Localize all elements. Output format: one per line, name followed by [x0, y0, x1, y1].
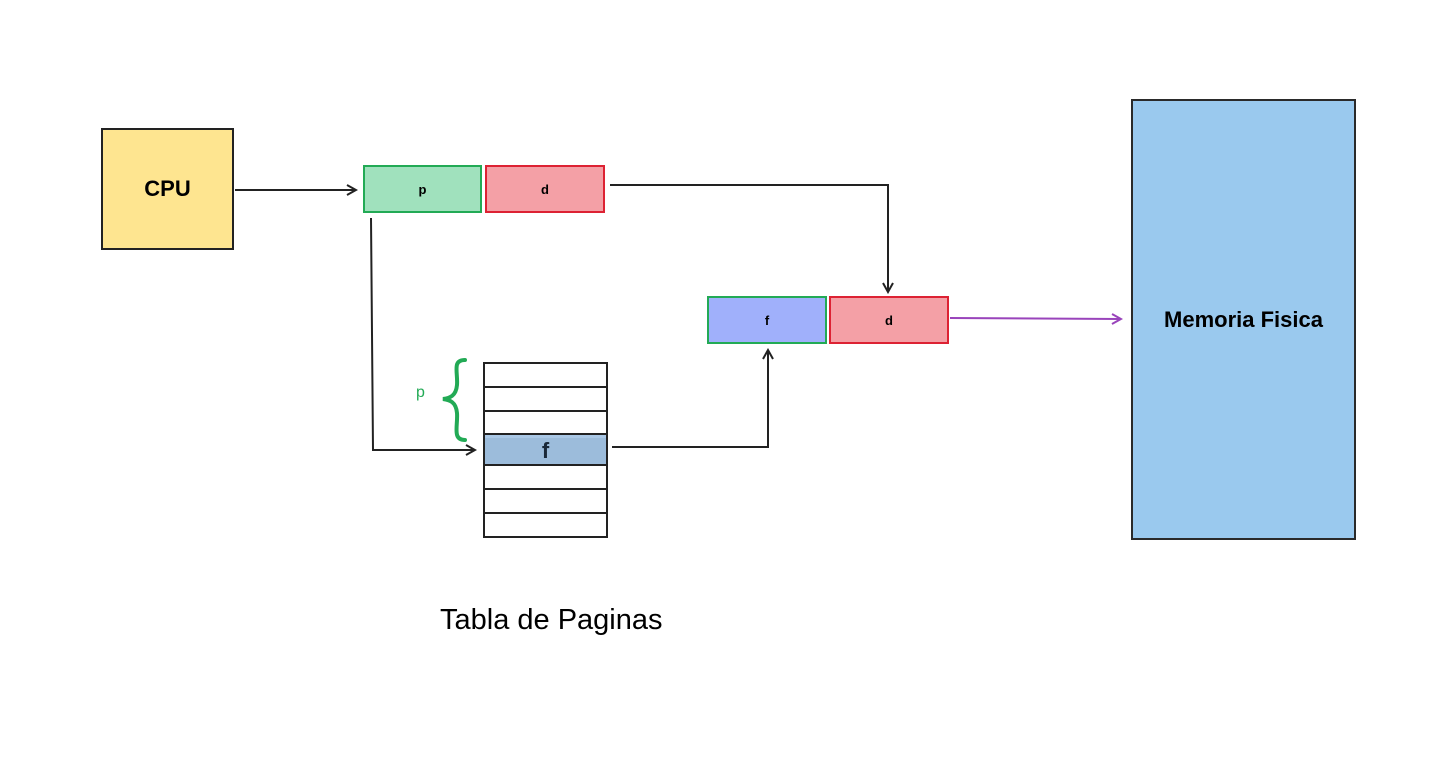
page-table-caption: Tabla de Paginas — [440, 604, 663, 636]
physical-offset-label: d — [885, 312, 893, 328]
arrow-table-to-frame — [612, 350, 768, 448]
logical-offset-label: d — [541, 181, 549, 197]
page-index-label: p — [416, 384, 425, 401]
physical-frame-field: f — [707, 296, 827, 344]
page-table-row — [485, 466, 606, 491]
physical-frame-label: f — [764, 312, 770, 328]
arrow-address-to-memory — [949, 318, 1121, 319]
arrow-page-to-table — [370, 217, 475, 450]
memory-label: Memoria Fisica — [1164, 306, 1323, 332]
brace-icon — [442, 358, 467, 442]
page-table-row — [485, 490, 606, 515]
page-table: f — [483, 362, 608, 538]
logical-page-field: p — [363, 165, 482, 213]
page-table-row — [485, 388, 606, 412]
physical-offset-field: d — [829, 296, 949, 344]
cpu-box: CPU — [101, 128, 234, 250]
physical-memory-box: Memoria Fisica — [1131, 99, 1356, 540]
page-table-row-selected: f — [485, 435, 606, 467]
cpu-label: CPU — [144, 176, 191, 201]
page-table-row — [485, 412, 606, 436]
logical-offset-field: d — [485, 165, 605, 213]
page-table-row — [485, 514, 606, 536]
arrow-offset-to-physical — [610, 184, 888, 292]
page-table-row — [485, 364, 606, 388]
logical-page-label: p — [418, 181, 427, 197]
